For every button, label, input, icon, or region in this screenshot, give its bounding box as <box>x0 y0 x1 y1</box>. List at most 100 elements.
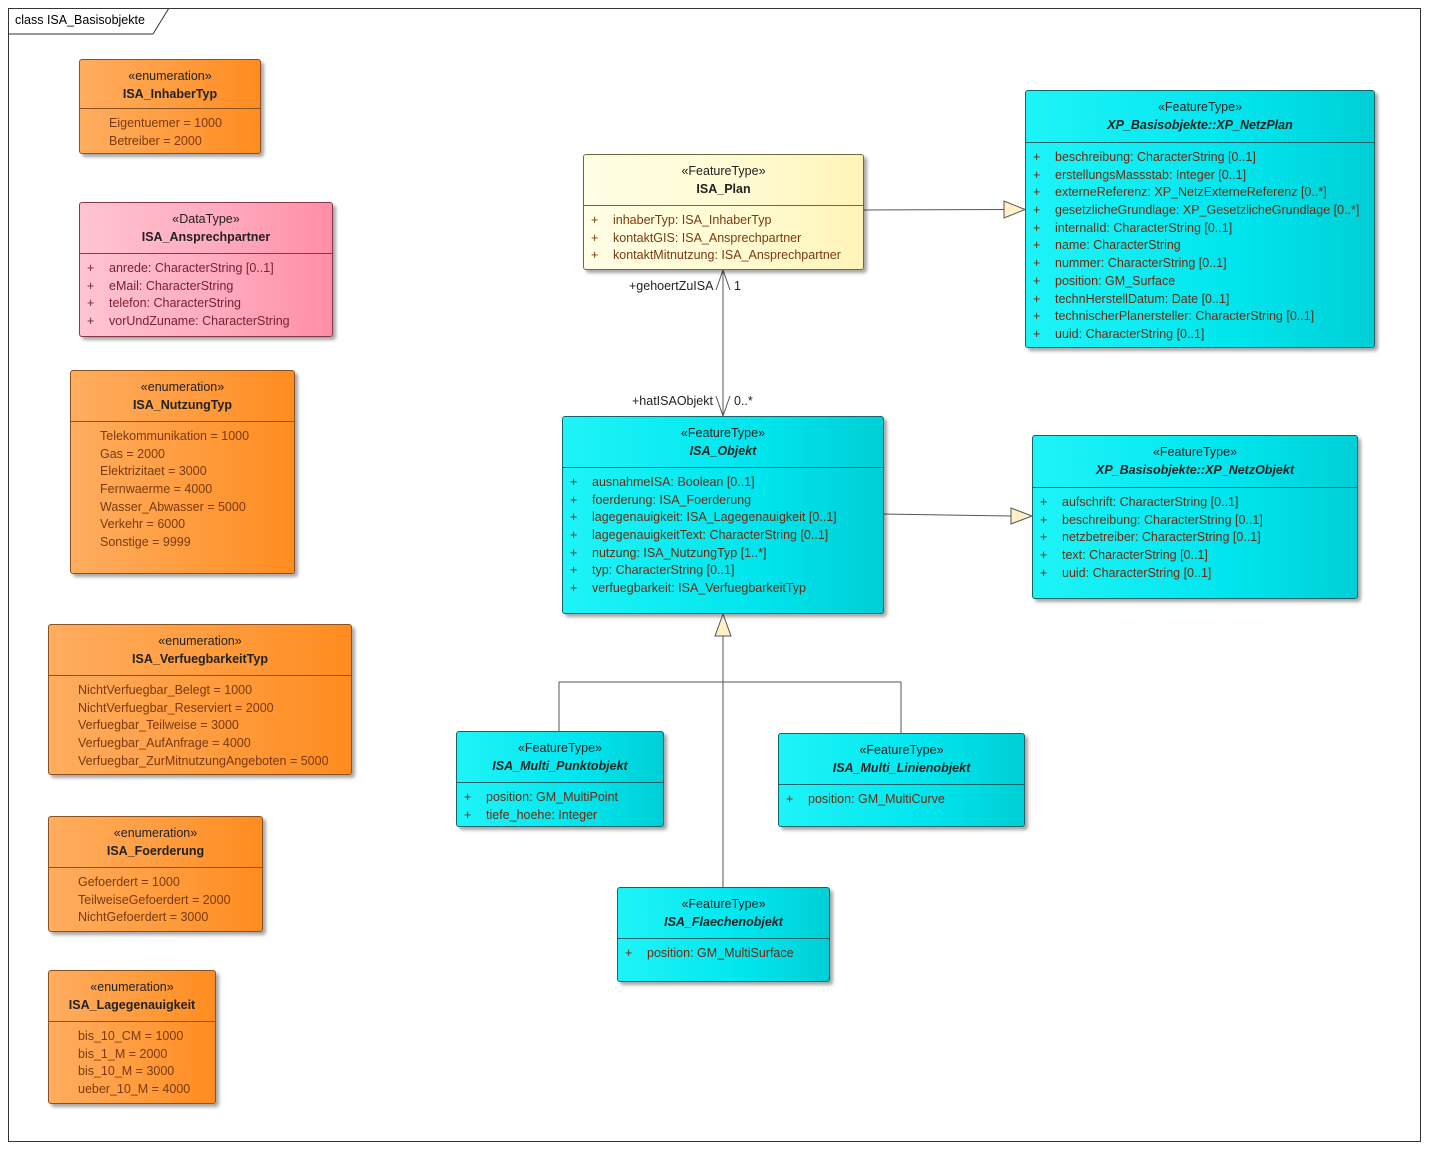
enum-literal: bis_1_M = 2000 <box>78 1046 168 1061</box>
attribute: +uuid: CharacterString [0..1] <box>1033 326 1205 341</box>
plan-netzplan-arrowhead <box>1003 200 1027 219</box>
enum-literal: Eigentuemer = 1000 <box>109 116 222 130</box>
class-isa-flaechenobjekt[interactable]: «FeatureType» ISA_Flaechenobjekt +positi… <box>617 887 830 982</box>
enum-literal: Betreiber = 2000 <box>109 133 202 148</box>
role-hat-isa-objekt: +hatISAObjekt <box>632 394 713 408</box>
attribute: +foerderung: ISA_Foerderung <box>570 492 752 507</box>
diagram-title: class ISA_Basisobjekte <box>15 13 145 27</box>
specialization-branch-punkt <box>558 681 723 731</box>
class-xp-netzobjekt[interactable]: «FeatureType» XP_Basisobjekte::XP_NetzOb… <box>1032 435 1358 599</box>
attribute: +position: GM_MultiSurface <box>625 946 794 960</box>
multiplicity-objekt: 0..* <box>734 394 753 408</box>
specialization-branch-linie <box>723 681 902 733</box>
attribute: +lagegenauigkeitText: CharacterString [0… <box>570 528 829 543</box>
class-isa-verfuegbarkeittyp[interactable]: «enumeration» ISA_VerfuegbarkeitTyp Nich… <box>48 624 352 775</box>
enum-literal: Verfuegbar_ZurMitnutzungAngeboten = 5000 <box>78 753 329 768</box>
class-isa-multi-linienobjekt[interactable]: «FeatureType» ISA_Multi_Linienobjekt +po… <box>778 733 1025 827</box>
attribute: +beschreibung: CharacterString [0..1] <box>1040 512 1263 527</box>
class-isa-ansprechpartner[interactable]: «DataType» ISA_Ansprechpartner +anrede: … <box>79 202 333 337</box>
attribute: +typ: CharacterString [0..1] <box>570 563 735 578</box>
stereotype: «FeatureType» <box>681 164 766 178</box>
class-name: ISA_Multi_Punktobjekt <box>492 759 628 773</box>
attribute: +position: GM_MultiPoint <box>464 790 619 804</box>
attribute: +ausnahmeISA: Boolean [0..1] <box>570 475 755 489</box>
enum-literal: Telekommunikation = 1000 <box>100 429 250 443</box>
attribute: +technischerPlanersteller: CharacterStri… <box>1033 309 1315 324</box>
attribute: +vorUndZuname: CharacterString <box>87 314 290 329</box>
stereotype: «enumeration» <box>113 826 198 840</box>
enum-literal: TeilweiseGefoerdert = 2000 <box>78 892 231 907</box>
class-name: XP_Basisobjekte::XP_NetzObjekt <box>1096 463 1294 477</box>
enum-literal: Verfuegbar_AufAnfrage = 4000 <box>78 736 251 751</box>
enum-literal: Verfuegbar_Teilweise = 3000 <box>78 718 239 733</box>
diagram-frame <box>8 8 1421 1142</box>
class-name: ISA_Plan <box>696 182 751 196</box>
stereotype: «enumeration» <box>128 69 212 83</box>
attribute: +kontaktMitnutzung: ISA_Ansprechpartner <box>591 248 841 263</box>
stereotype: «FeatureType» <box>681 897 766 911</box>
stereotype: «FeatureType» <box>1152 445 1238 459</box>
attribute: +beschreibung: CharacterString [0..1] <box>1033 150 1256 164</box>
attribute: +lagegenauigkeit: ISA_Lagegenauigkeit [0… <box>570 510 837 525</box>
class-name: ISA_Objekt <box>689 444 757 458</box>
plan-netzplan-generalization <box>863 209 1006 211</box>
class-name: ISA_Ansprechpartner <box>141 230 271 244</box>
enum-literal: Gefoerdert = 1000 <box>78 875 180 889</box>
attribute: +uuid: CharacterString [0..1] <box>1040 565 1212 580</box>
class-xp-netzplan[interactable]: «FeatureType» XP_Basisobjekte::XP_NetzPl… <box>1025 90 1375 348</box>
attribute: +technHerstellDatum: Date [0..1] <box>1033 291 1230 306</box>
attribute: +aufschrift: CharacterString [0..1] <box>1040 495 1239 509</box>
attribute: +erstellungsMassstab: Integer [0..1] <box>1033 167 1247 182</box>
attribute: +externeReferenz: XP_NetzExterneReferenz… <box>1033 185 1327 200</box>
class-isa-plan[interactable]: «FeatureType» ISA_Plan +inhaberTyp: ISA_… <box>583 154 864 270</box>
class-name: XP_Basisobjekte::XP_NetzPlan <box>1107 118 1293 132</box>
enum-literal: Fernwaerme = 4000 <box>100 482 213 497</box>
class-isa-objekt[interactable]: «FeatureType» ISA_Objekt +ausnahmeISA: B… <box>562 416 884 614</box>
attribute: +nummer: CharacterString [0..1] <box>1033 256 1227 271</box>
stereotype: «FeatureType» <box>680 426 766 440</box>
frame-label-tab <box>8 8 170 35</box>
attribute: +inhaberTyp: ISA_InhaberTyp <box>591 213 772 227</box>
attribute: +verfuegbarkeit: ISA_VerfuegbarkeitTyp <box>570 581 807 596</box>
enum-literal: NichtVerfuegbar_Belegt = 1000 <box>78 683 253 697</box>
class-name: ISA_Flaechenobjekt <box>664 915 783 929</box>
class-name: ISA_InhaberTyp <box>122 87 218 101</box>
role-gehoert-zu-isa: +gehoertZuISA <box>629 279 714 293</box>
attribute: +name: CharacterString <box>1033 238 1181 253</box>
class-name: ISA_Foerderung <box>106 844 205 858</box>
enum-literal: Wasser_Abwasser = 5000 <box>100 499 246 514</box>
class-name: ISA_VerfuegbarkeitTyp <box>132 652 268 666</box>
class-name: ISA_Multi_Linienobjekt <box>832 761 971 775</box>
attribute: +gesetzlicheGrundlage: XP_GesetzlicheGru… <box>1033 203 1360 218</box>
class-isa-lagegenauigkeit[interactable]: «enumeration» ISA_Lagegenauigkeit bis_10… <box>48 970 216 1104</box>
attribute: +nutzung: ISA_NutzungTyp [1..*] <box>570 545 767 560</box>
attribute: +netzbetreiber: CharacterString [0..1] <box>1040 530 1261 545</box>
enum-literal: bis_10_CM = 1000 <box>78 1029 184 1043</box>
attribute: +anrede: CharacterString [0..1] <box>87 261 274 275</box>
stereotype: «FeatureType» <box>859 743 944 757</box>
stereotype: «enumeration» <box>140 380 225 394</box>
enum-literal: NichtGefoerdert = 3000 <box>78 910 209 925</box>
stereotype: «enumeration» <box>90 980 174 994</box>
enum-literal: NichtVerfuegbar_Reserviert = 2000 <box>78 700 274 715</box>
enum-literal: ueber_10_M = 4000 <box>78 1082 191 1097</box>
attribute: +tiefe_hoehe: Integer <box>464 807 598 822</box>
class-isa-nutzungtyp[interactable]: «enumeration» ISA_NutzungTyp Telekommuni… <box>70 370 295 574</box>
stereotype: «enumeration» <box>158 634 242 648</box>
multiplicity-plan: 1 <box>734 279 741 293</box>
class-isa-foerderung[interactable]: «enumeration» ISA_Foerderung Gefoerdert … <box>48 816 263 932</box>
class-isa-multi-punktobjekt[interactable]: «FeatureType» ISA_Multi_Punktobjekt +pos… <box>456 731 664 827</box>
enum-literal: bis_10_M = 3000 <box>78 1064 175 1079</box>
attribute: +position: GM_MultiCurve <box>786 792 945 806</box>
specialization-arrowhead <box>714 612 732 637</box>
class-name: ISA_NutzungTyp <box>132 398 233 412</box>
stereotype: «FeatureType» <box>1157 100 1243 114</box>
stereotype: «FeatureType» <box>517 741 603 755</box>
attribute: +telefon: CharacterString <box>87 296 242 311</box>
association-arrow-plan <box>715 268 731 291</box>
enum-literal: Verkehr = 6000 <box>100 517 186 532</box>
class-isa-inhabertyp[interactable]: «enumeration» ISA_InhaberTyp Eigentuemer… <box>79 59 261 154</box>
enum-literal: Gas = 2000 <box>100 446 165 461</box>
enum-literal: Elektrizitaet = 3000 <box>100 464 207 479</box>
stereotype: «DataType» <box>172 212 240 226</box>
